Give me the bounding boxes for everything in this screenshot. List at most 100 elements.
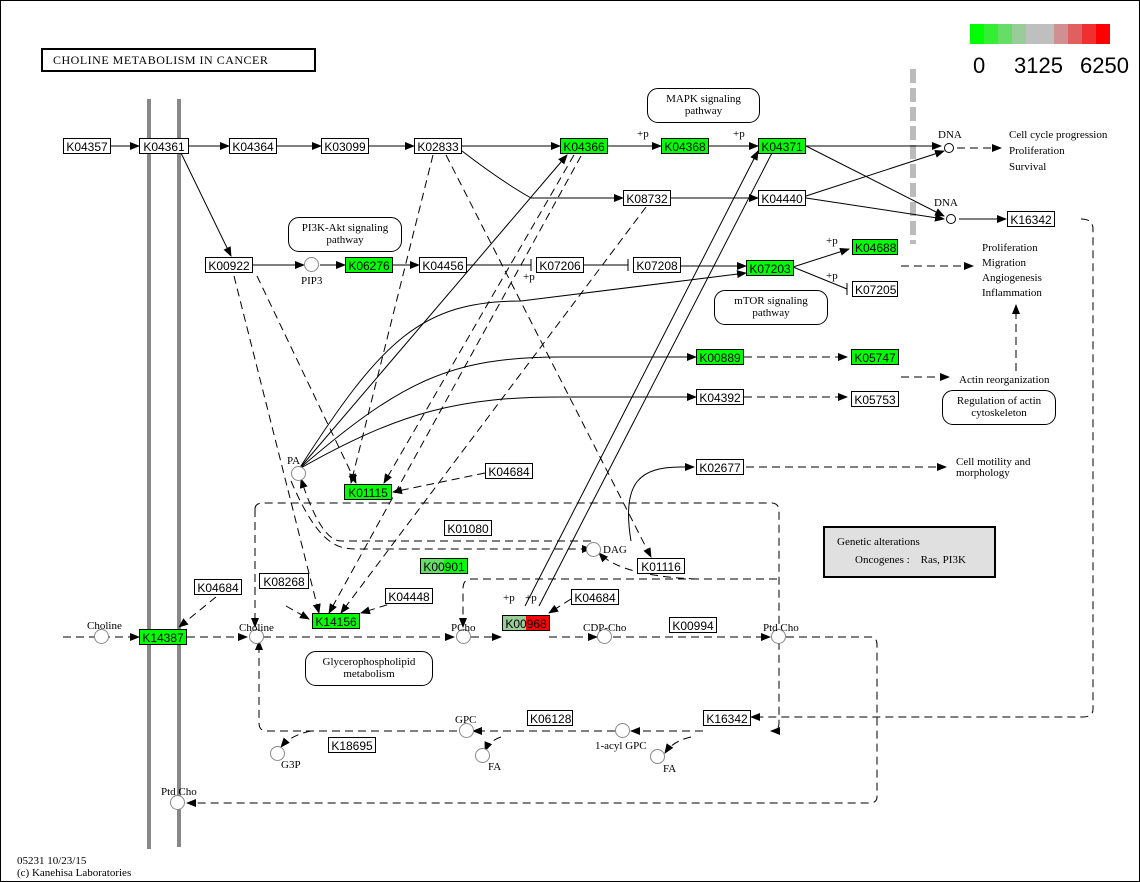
compound-label: Choline <box>239 622 274 634</box>
gene-node[interactable]: K04392 <box>696 389 744 405</box>
gene-node[interactable]: K04368 <box>661 138 709 154</box>
compound-node[interactable] <box>459 723 474 738</box>
gene-node[interactable]: K00889 <box>696 349 744 365</box>
compound-label: FA <box>488 761 502 773</box>
gene-node[interactable]: K07203 <box>746 260 794 276</box>
gene-node[interactable]: K02833 <box>414 138 462 154</box>
genetic-alterations-oncogenes: Oncogenes : Ras, PI3K <box>855 554 966 566</box>
outcome-text: Angiogenesis <box>982 272 1042 284</box>
gene-node[interactable]: K06276 <box>345 257 393 273</box>
legend-max: 6250 <box>1080 53 1129 78</box>
gene-node[interactable]: K18695 <box>328 737 376 753</box>
compound-label: DNA <box>938 129 962 141</box>
compound-label: CDP-Cho <box>583 622 627 634</box>
gene-node[interactable]: K04366 <box>560 138 608 154</box>
gene-node[interactable]: K07205 <box>852 281 898 297</box>
phospho-label: +p <box>826 235 838 247</box>
legend-swatch <box>984 24 998 44</box>
gene-node[interactable]: K04684 <box>485 463 533 479</box>
compound-node[interactable] <box>170 795 185 810</box>
gene-node-split[interactable]: K00968 <box>502 615 550 631</box>
compound-node[interactable] <box>615 723 630 738</box>
gene-node[interactable]: K08732 <box>623 190 671 206</box>
phospho-label: +p <box>523 271 535 283</box>
legend-mid: 3125 <box>1014 53 1063 78</box>
pathway-label: metabolism <box>343 668 395 680</box>
gene-node[interactable]: K14156 <box>312 613 360 629</box>
legend-swatches <box>970 24 1110 49</box>
gene-node[interactable]: K04684 <box>571 589 619 605</box>
compound-node[interactable] <box>597 629 612 644</box>
gene-node[interactable]: K07206 <box>536 257 584 273</box>
compound-label: FA <box>663 763 677 775</box>
outcome-proliferation: Proliferation Migration Angiogenesis Inf… <box>982 241 1042 301</box>
genetic-alterations-title: Genetic alterations <box>837 536 920 548</box>
compound-label: Ptd Cho <box>161 786 197 798</box>
gene-node[interactable]: K08268 <box>259 573 309 589</box>
gene-node[interactable]: K16342 <box>1007 211 1055 227</box>
legend-min: 0 <box>973 53 986 78</box>
gene-node[interactable]: K04456 <box>419 257 467 273</box>
gene-node[interactable]: K04440 <box>758 190 806 206</box>
gene-node[interactable]: K05753 <box>851 391 899 407</box>
compound-label: G3P <box>281 759 301 771</box>
gene-node[interactable]: K00901 <box>420 558 468 574</box>
legend-swatch <box>970 24 984 44</box>
gene-node[interactable]: K04448 <box>385 588 433 604</box>
gene-node[interactable]: K04357 <box>63 138 111 154</box>
compound-node[interactable] <box>94 629 109 644</box>
gene-node[interactable]: K05747 <box>851 349 899 365</box>
gene-node[interactable]: K04371 <box>758 138 806 154</box>
pathway-label: Glycerophospholipid <box>322 656 416 668</box>
compound-node[interactable] <box>291 466 306 481</box>
dna-node[interactable] <box>946 214 956 224</box>
compound-node[interactable] <box>475 748 490 763</box>
compound-node[interactable] <box>650 749 665 764</box>
gene-node[interactable]: K01116 <box>637 558 685 574</box>
compound-label: DNA <box>934 197 958 209</box>
compound-node[interactable] <box>249 629 264 644</box>
gene-node[interactable]: K04361 <box>139 138 189 154</box>
compound-node[interactable] <box>304 257 319 272</box>
gene-node[interactable]: K04684 <box>194 579 242 595</box>
pathway-label: MAPK signaling <box>666 93 741 105</box>
gene-node[interactable]: K00994 <box>669 617 717 633</box>
gene-node[interactable]: K14387 <box>139 629 187 645</box>
compound-label: PCho <box>451 622 476 634</box>
gene-node[interactable]: K04364 <box>229 138 277 154</box>
compound-label: DAG <box>603 544 627 556</box>
compound-node[interactable] <box>270 746 285 761</box>
gene-node[interactable]: K06128 <box>527 710 573 726</box>
gene-node[interactable]: K04688 <box>852 239 898 255</box>
gene-node[interactable]: K07208 <box>633 257 681 273</box>
dna-node[interactable] <box>944 143 954 153</box>
gene-node[interactable]: K01115 <box>344 484 392 500</box>
pathway-label: cytoskeleton <box>971 407 1027 419</box>
map-title: CHOLINE METABOLISM IN CANCER <box>41 48 316 72</box>
gene-node[interactable]: K16342 <box>703 710 751 726</box>
gene-node[interactable]: K03099 <box>321 138 369 154</box>
gene-node[interactable]: K00922 <box>205 257 253 273</box>
legend-swatch <box>1096 24 1110 44</box>
pathway-label: pathway <box>684 105 723 117</box>
legend-swatch <box>998 24 1012 44</box>
gene-node[interactable]: K02677 <box>696 459 744 475</box>
compound-node[interactable] <box>771 629 786 644</box>
gene-node[interactable]: K01080 <box>444 520 492 536</box>
outcome-text: morphology <box>956 467 1010 479</box>
outcome-cell-cycle: Cell cycle progression Proliferation Sur… <box>1009 127 1107 175</box>
legend-swatch <box>1054 24 1068 44</box>
footer-copyright: (c) Kanehisa Laboratories <box>17 867 132 879</box>
compound-node[interactable] <box>456 629 471 644</box>
compound-node[interactable] <box>586 542 601 557</box>
color-legend <box>970 24 1110 49</box>
outcome-actin-reorg: Actin reorganization <box>959 374 1050 386</box>
compound-label: Choline <box>87 620 122 632</box>
compound-label: GPC <box>455 714 477 726</box>
